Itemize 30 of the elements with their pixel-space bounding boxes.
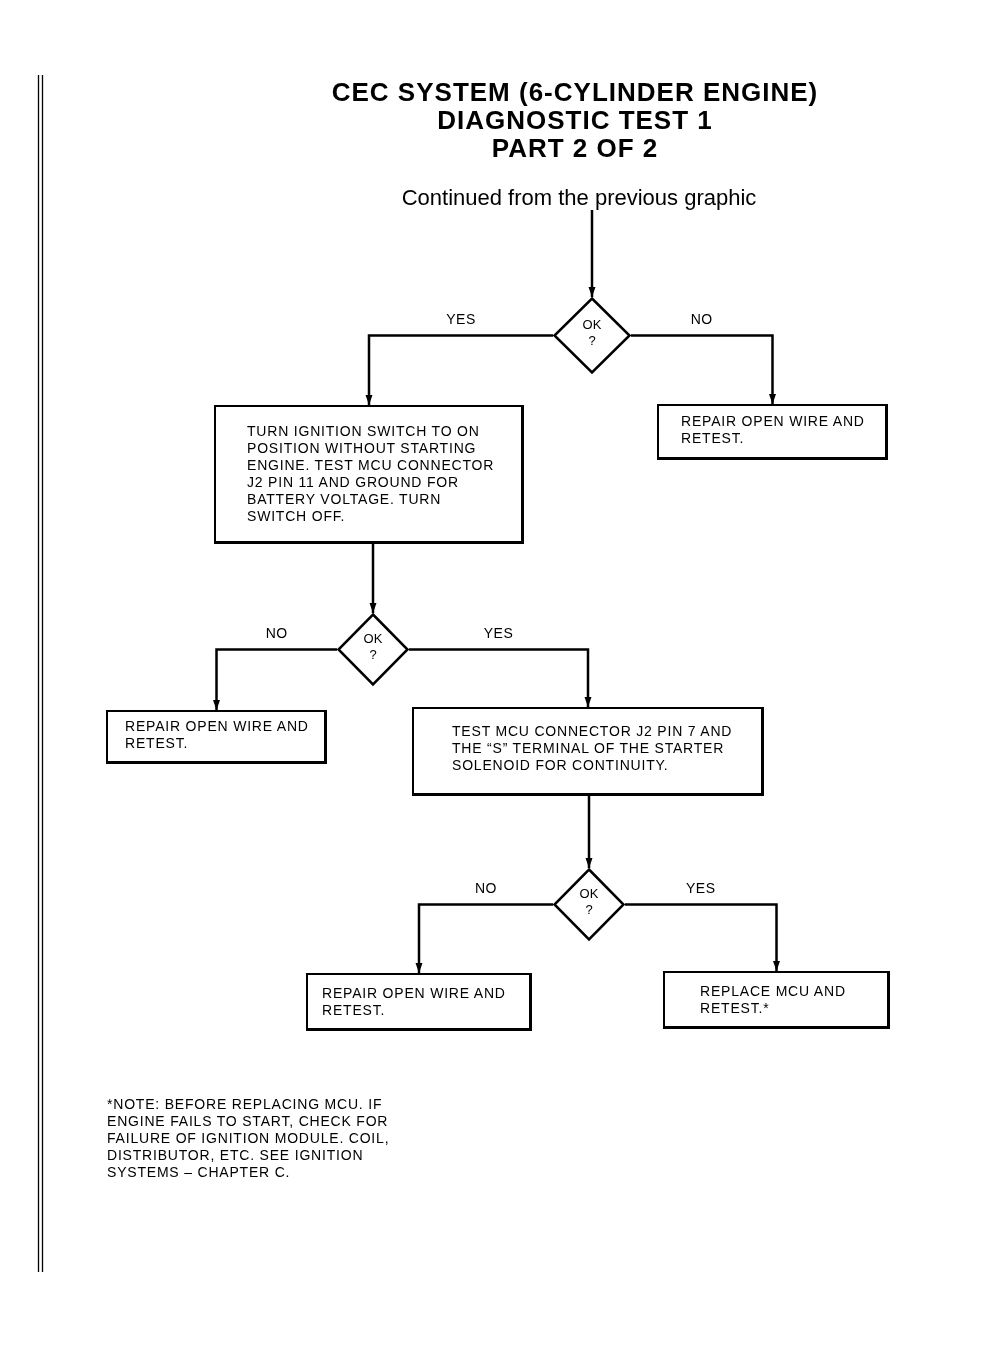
flow-arrow [631, 334, 776, 404]
flow-arrow [369, 544, 377, 613]
process-box [412, 707, 764, 796]
step-text: REPAIR OPEN WIRE AND RETEST. [681, 413, 866, 447]
flow-arrow [415, 903, 553, 973]
decision-text: OK ? [578, 886, 600, 918]
flow-arrow [588, 210, 596, 297]
step-text: TEST MCU CONNECTOR J2 PIN 7 AND THE “S” TERMINAL OF THE STARTER SOLENOID FOR CONTINUITY. [452, 723, 734, 774]
decision-text: OK ? [362, 631, 384, 663]
continuation-note: Continued from the previous graphic [389, 186, 769, 210]
process-box [663, 971, 890, 1029]
footnote-text: *NOTE: BEFORE REPLACING MCU. IF ENGINE FAILS TO START, CHECK FOR FAILURE OF IGNITION MODULE. COIL, DISTRIBUTOR, ETC. SEE IGNITION SYSTEMS – CHAPTER C. [107, 1096, 391, 1181]
step-text: REPAIR OPEN WIRE AND RETEST. [125, 718, 310, 752]
flow-arrow [585, 796, 593, 868]
step-text: REPLACE MCU AND RETEST.* [700, 983, 847, 1017]
process-box [306, 973, 532, 1031]
flow-arrow [213, 648, 337, 710]
decision-diamond [553, 868, 625, 941]
flow-arrow [625, 903, 780, 971]
process-box [657, 404, 888, 460]
flow-arrow [365, 334, 553, 405]
step-text: REPAIR OPEN WIRE AND RETEST. [322, 985, 507, 1019]
decision-text: OK ? [581, 317, 603, 349]
decision-diamond [553, 297, 631, 374]
diagram-title: CEC SYSTEM (6-CYLINDER ENGINE) DIAGNOSTIC TEST 1 PART 2 OF 2 [330, 78, 820, 162]
process-box [214, 405, 524, 544]
process-box [106, 710, 327, 764]
decision-diamond [337, 613, 409, 686]
flow-arrow [409, 648, 592, 707]
step-text: TURN IGNITION SWITCH TO ON POSITION WITHOUT STARTING ENGINE. TEST MCU CONNECTOR J2 PIN 11 AND GROUND FOR BATTERY VOLTAGE. TURN SWITCH OFF. [247, 423, 496, 525]
